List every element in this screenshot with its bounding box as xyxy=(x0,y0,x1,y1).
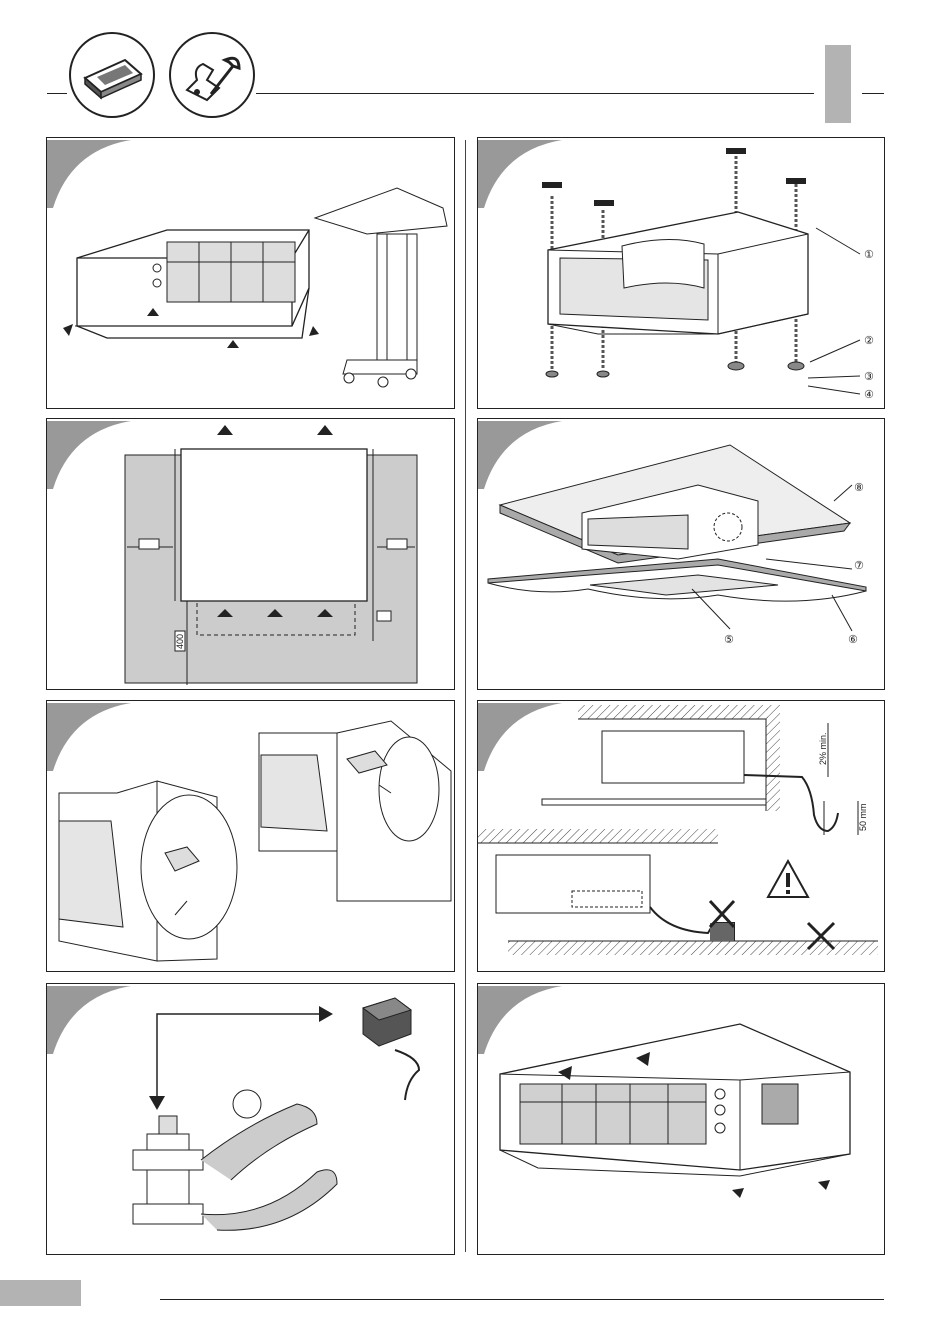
footer-page-tab xyxy=(0,1280,81,1306)
callout-8: ⑧ xyxy=(854,481,864,494)
trap-label: 50 mm xyxy=(858,803,868,831)
panel-clearance: 400 xyxy=(46,418,455,690)
section-tab xyxy=(825,45,851,123)
panel-bracket-detail xyxy=(46,700,455,972)
footer-rule xyxy=(160,1299,884,1300)
service-tools-icon xyxy=(167,30,257,120)
panel-lifting xyxy=(46,137,455,409)
callout-4: ④ xyxy=(864,388,874,401)
warning-icon xyxy=(768,861,808,897)
callout-3: ③ xyxy=(864,370,874,383)
manual-book-icon xyxy=(67,30,157,120)
callout-7: ⑦ xyxy=(854,559,864,572)
clearance-label: 400 xyxy=(175,634,185,649)
callout-5: ⑤ xyxy=(724,633,734,646)
panel-filter-removal xyxy=(477,983,885,1255)
panel-false-ceiling: ⑧ ⑦ ⑤ ⑥ xyxy=(477,418,885,690)
header-rule-right xyxy=(862,93,884,94)
callout-6: ⑥ xyxy=(848,633,858,646)
column-divider xyxy=(465,140,466,1252)
callout-2: ② xyxy=(864,334,874,347)
callout-1: ① xyxy=(864,248,874,261)
header-rule xyxy=(256,93,814,94)
panel-condensate-drain: 2% min. 50 mm xyxy=(477,700,885,972)
slope-label: 2% min. xyxy=(818,732,828,765)
panel-suspension: ① ② ③ ④ xyxy=(477,137,885,409)
header-rule-left xyxy=(47,93,67,94)
actuator-icon xyxy=(363,998,419,1100)
panel-valve-actuator xyxy=(46,983,455,1255)
